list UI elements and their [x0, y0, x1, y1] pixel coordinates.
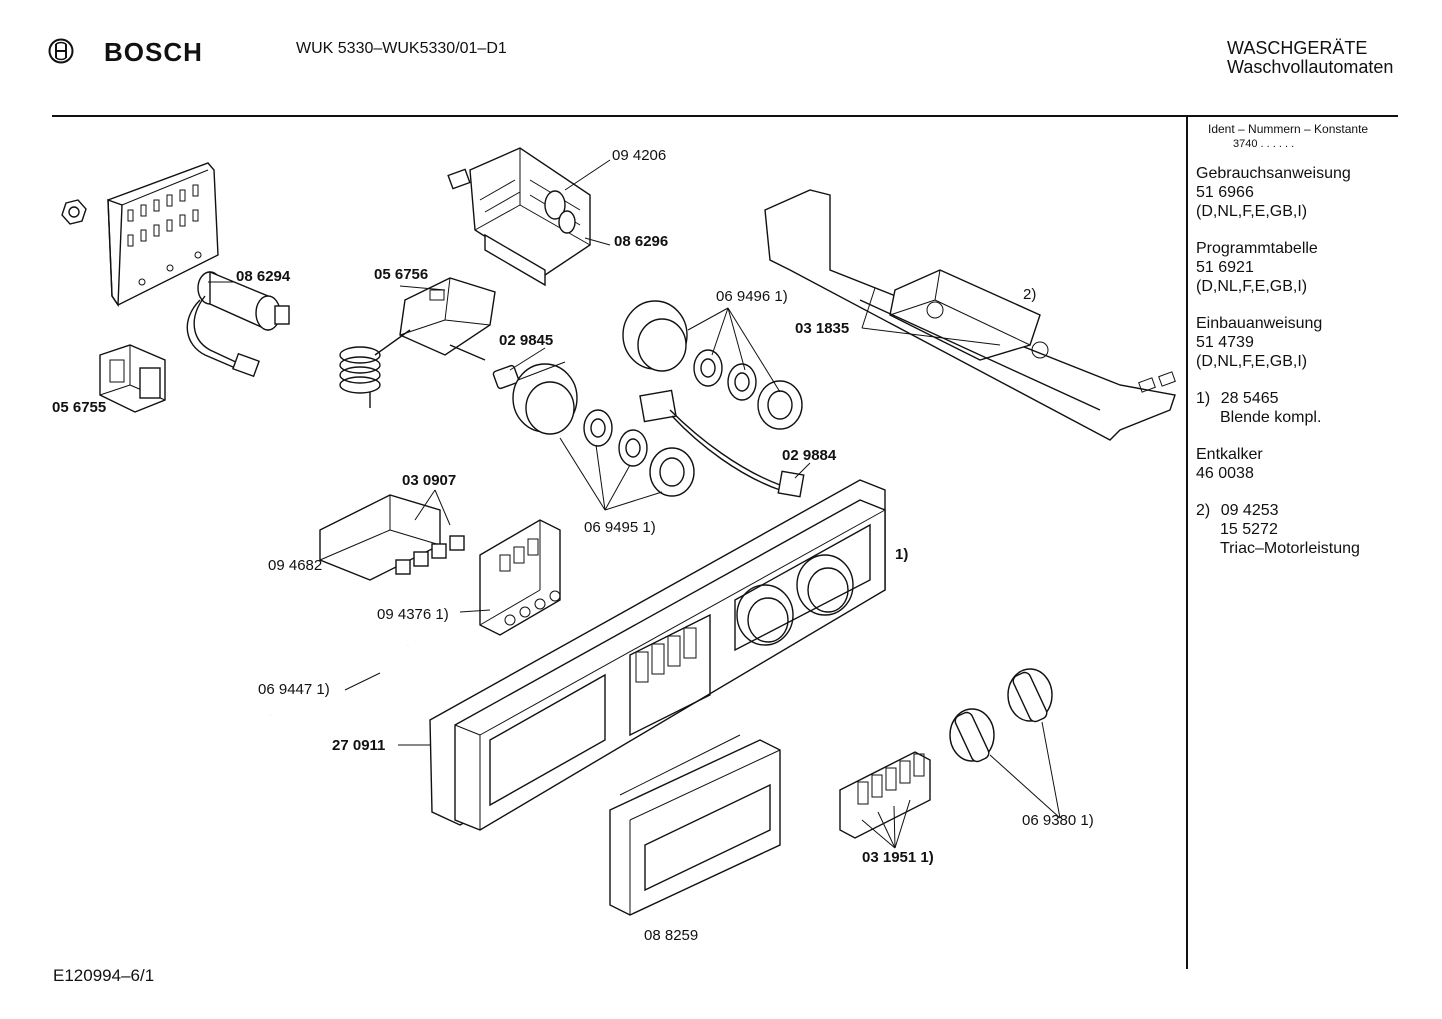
nut-part: [61, 199, 87, 225]
brand-name: BOSCH: [104, 37, 203, 67]
leader-lines: [208, 159, 1061, 849]
part-label-094682: 09 4682: [268, 557, 323, 574]
drawer-handle-part: [609, 734, 781, 916]
pressure-switch-part: [339, 277, 496, 408]
note-marker: 1): [1196, 390, 1211, 407]
category-title: WASCHGERÄTE: [1227, 38, 1368, 58]
ident-value: 3740 . . . . . .: [1233, 138, 1295, 150]
bosch-logo-icon: [48, 38, 74, 64]
note-text: Blende kompl.: [1220, 409, 1322, 426]
key-block-part: [839, 751, 931, 839]
doc-einbauanweisung: Einbauanweisung 51 4739 (D,NL,F,E,GB,I): [1196, 314, 1322, 371]
part-label-069495: 06 9495 1): [584, 519, 656, 536]
part-label-069447: 06 9447 1): [258, 681, 330, 698]
doc-programmtabelle: Programmtabelle 51 6921 (D,NL,F,E,GB,I): [1196, 239, 1318, 296]
doc-languages: (D,NL,F,E,GB,I): [1196, 278, 1308, 295]
doc-number: 51 6966: [1196, 184, 1254, 201]
rod-part: [268, 644, 409, 743]
connector-part: [492, 364, 520, 390]
electronics-bracket-part: [764, 189, 1176, 441]
doc-languages: (D,NL,F,E,GB,I): [1196, 203, 1308, 220]
knob-body-part: [649, 380, 803, 497]
part-label-086294: 08 6294: [236, 268, 291, 285]
knob-cover-part: [512, 361, 578, 435]
ident-title: Ident – Nummern – Konstante: [1208, 122, 1369, 136]
entkalker: Entkalker 46 0038: [1196, 445, 1263, 483]
wire-connector-part: [639, 389, 805, 498]
model-number: WUK 5330–WUK5330/01–D1: [296, 40, 507, 57]
part-label-note-2: 2): [1023, 286, 1037, 303]
knob-cover-part: [622, 300, 688, 372]
part-label-069380: 06 9380 1): [1022, 812, 1094, 829]
note-number: 09 4253: [1220, 502, 1279, 519]
part-label-094206: 09 4206: [612, 147, 667, 164]
doc-number: 51 4739: [1196, 334, 1254, 351]
note-2: 2) 09 4253 15 5272 Triac–Motorleistung: [1196, 501, 1360, 558]
part-label-094376: 09 4376 1): [377, 606, 449, 623]
program-knob-part: [949, 668, 1053, 763]
doc-number: 51 6921: [1196, 259, 1254, 276]
control-panel-part: [429, 479, 886, 831]
note-number: 28 5465: [1220, 390, 1279, 407]
part-label-031951: 03 1951 1): [862, 849, 934, 866]
part-label-note-1: 1): [895, 546, 909, 563]
part-label-056756: 05 6756: [374, 266, 429, 283]
mounting-plate-part: [107, 162, 219, 308]
part-label-086296: 08 6296: [614, 233, 669, 250]
switch-block-part: [319, 494, 465, 581]
drawing-code: E120994–6/1: [53, 966, 155, 985]
doc-gebrauchsanweisung: Gebrauchsanweisung 51 6966 (D,NL,F,E,GB,…: [1196, 164, 1351, 221]
note-text: Triac–Motorleistung: [1220, 540, 1360, 557]
entkalker-title: Entkalker: [1196, 446, 1263, 463]
capacitor-part: [186, 270, 290, 378]
part-label-056755: 05 6755: [52, 399, 107, 416]
doc-title: Einbauanweisung: [1196, 315, 1323, 332]
programmer-unit-part: [447, 147, 591, 287]
part-label-270911: 27 0911: [332, 737, 386, 754]
doc-languages: (D,NL,F,E,GB,I): [1196, 353, 1308, 370]
part-label-030907: 03 0907: [402, 472, 457, 489]
transformer-part: [99, 344, 166, 413]
header-divider: [52, 115, 1398, 117]
category-subtitle: Waschvollautomaten: [1227, 57, 1394, 77]
sidebar-divider: [1186, 117, 1188, 969]
switch-module-part: [479, 519, 561, 636]
part-label-031835: 03 1835: [795, 320, 850, 337]
part-label-029845: 02 9845: [499, 332, 554, 349]
doc-title: Gebrauchsanweisung: [1196, 165, 1351, 182]
part-label-069496: 06 9496 1): [716, 288, 788, 305]
entkalker-number: 46 0038: [1196, 465, 1254, 482]
note-marker: 2): [1196, 502, 1211, 519]
note-number-2: 15 5272: [1220, 521, 1278, 538]
note-1: 1) 28 5465 Blende kompl.: [1196, 389, 1321, 427]
ring-part: [583, 349, 757, 467]
doc-title: Programmtabelle: [1196, 240, 1318, 257]
part-label-088259: 08 8259: [644, 927, 699, 944]
part-label-029884: 02 9884: [782, 447, 837, 464]
